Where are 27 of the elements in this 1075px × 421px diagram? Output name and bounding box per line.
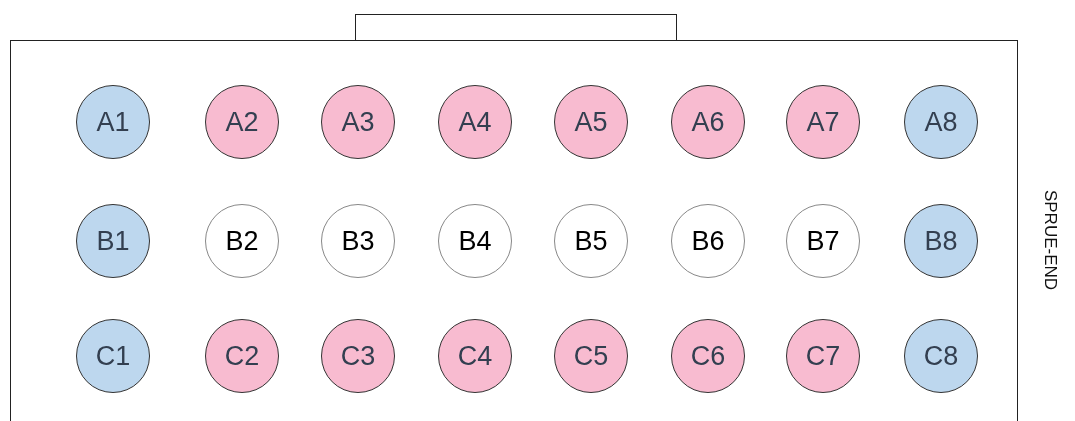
well-label: A6 — [691, 106, 725, 138]
well-label: C3 — [340, 340, 376, 372]
well-label: C1 — [95, 340, 131, 372]
well-label: C4 — [457, 340, 493, 372]
well-label: B4 — [458, 225, 492, 257]
well-label: B3 — [341, 225, 375, 257]
well-label: C8 — [923, 340, 959, 372]
well-label: A3 — [341, 106, 375, 138]
well-label: B1 — [96, 225, 130, 257]
well-label: B5 — [574, 225, 608, 257]
well-label: C6 — [690, 340, 726, 372]
well-label: C7 — [805, 340, 841, 372]
well-label: C2 — [224, 340, 260, 372]
plate-frame — [10, 40, 1018, 421]
well-label: B6 — [691, 225, 725, 257]
well-label: A5 — [574, 106, 608, 138]
well-label: B7 — [806, 225, 840, 257]
well-label: A1 — [96, 106, 130, 138]
tab-outline — [355, 14, 677, 41]
well-label: C5 — [573, 340, 609, 372]
well-label: A2 — [225, 106, 259, 138]
well-label: B2 — [225, 225, 259, 257]
well-label: A4 — [458, 106, 492, 138]
well-label: B8 — [924, 225, 958, 257]
well-label: A8 — [924, 106, 958, 138]
well-label: A7 — [806, 106, 840, 138]
side-label: SPRUE-END — [1040, 189, 1060, 291]
